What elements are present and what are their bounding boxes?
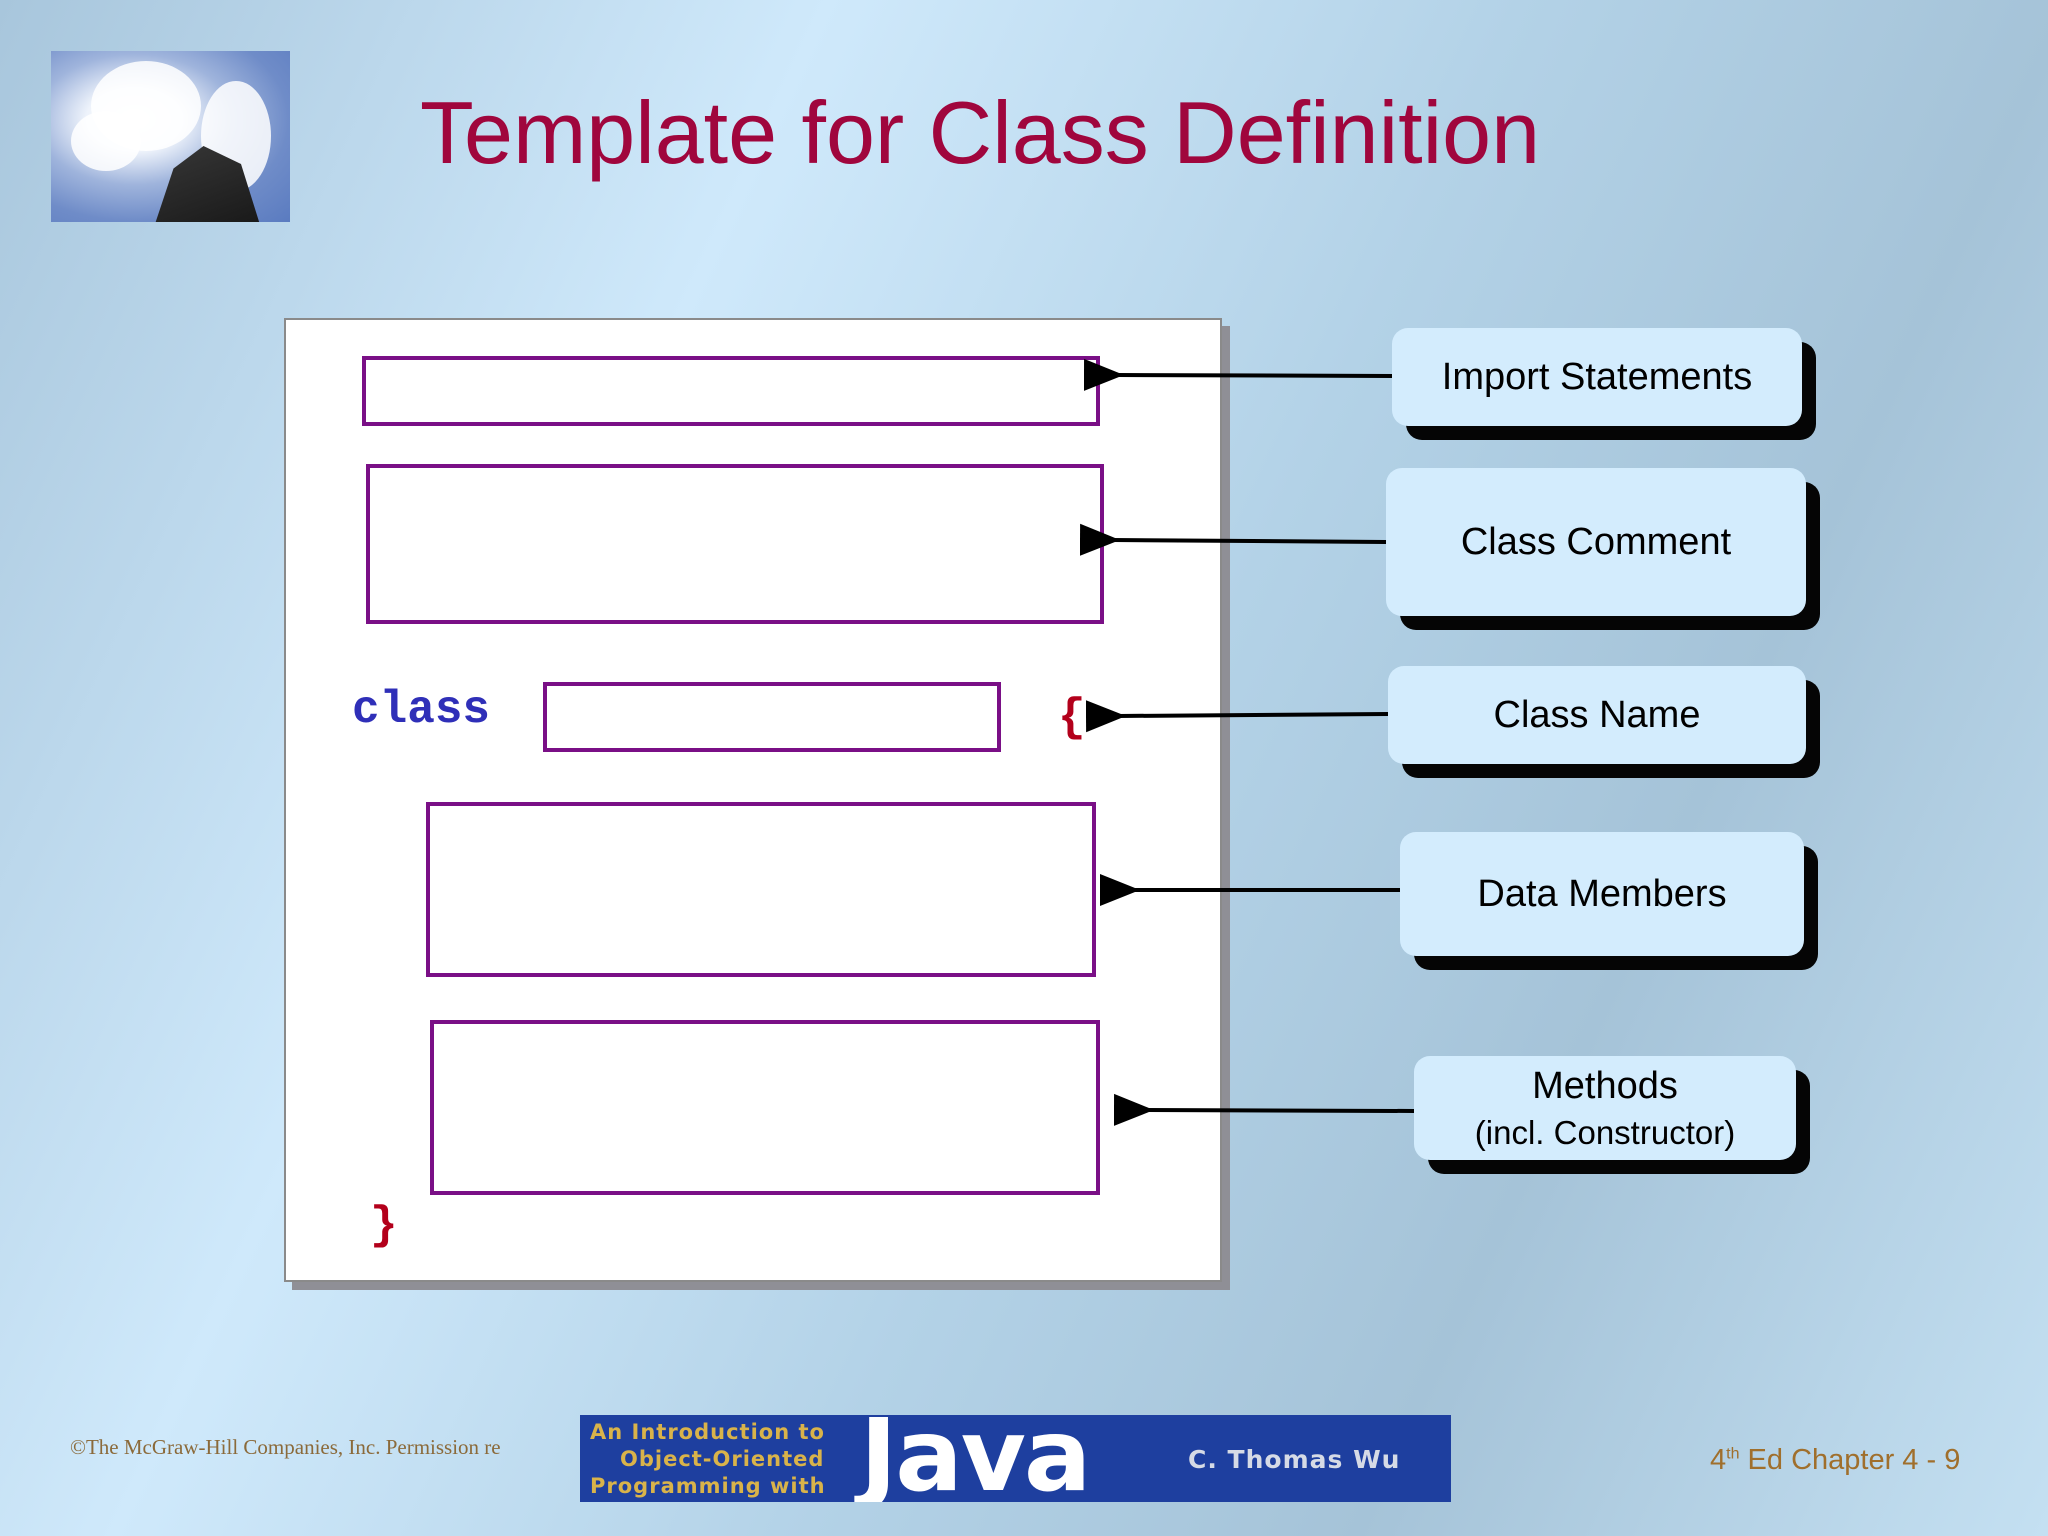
class-comment-slot: [366, 464, 1104, 624]
edition-number: 4: [1710, 1444, 1727, 1476]
slide-title: Template for Class Definition: [420, 83, 1541, 182]
callout-data-members: Data Members: [1400, 832, 1804, 956]
book-banner: An Introduction to Object-Oriented Progr…: [580, 1415, 1451, 1502]
callout-label: Class Comment: [1460, 520, 1732, 563]
callout-label: Data Members: [1477, 872, 1727, 915]
arrow-import: [1083, 358, 1393, 391]
banner-intro-line: Object-Oriented: [620, 1447, 825, 1471]
edition-suffix: th: [1726, 1445, 1740, 1463]
close-brace: }: [370, 1200, 398, 1252]
banner-intro-line: An Introduction to: [590, 1420, 825, 1444]
copyright-notice: ©The McGraw-Hill Companies, Inc. Permiss…: [70, 1435, 501, 1459]
callout-sublabel: (incl. Constructor): [1474, 1113, 1736, 1151]
callout-label: Class Name: [1493, 693, 1701, 736]
chapter-label: 4th Ed Chapter 4 - 9: [1710, 1444, 1960, 1477]
callout-label: Import Statements: [1441, 355, 1753, 398]
class-template-card: class { }: [284, 318, 1222, 1282]
callout-import-statements: Import Statements: [1392, 328, 1802, 426]
callout-class-comment: Class Comment: [1386, 468, 1806, 616]
callout-label: Methods: [1532, 1064, 1678, 1107]
arrow-classname: [1085, 700, 1389, 733]
chapter-text: Ed Chapter 4 - 9: [1739, 1444, 1961, 1476]
logo-photo: [51, 51, 290, 222]
class-keyword: class: [352, 684, 491, 736]
banner-intro: An Introduction to Object-Oriented Progr…: [590, 1419, 860, 1500]
callout-class-name: Class Name: [1388, 666, 1806, 764]
arrow-methods: [1113, 1093, 1415, 1126]
methods-slot: [430, 1020, 1100, 1195]
class-name-slot: [543, 682, 1001, 752]
banner-intro-line: Programming with: [590, 1474, 826, 1498]
data-members-slot: [426, 802, 1096, 977]
arrow-comment: [1079, 523, 1387, 556]
banner-java-wordmark: Java: [860, 1415, 1091, 1502]
import-statements-slot: [362, 356, 1100, 426]
callout-methods: Methods (incl. Constructor): [1414, 1056, 1796, 1160]
banner-author: C. Thomas Wu: [1188, 1445, 1401, 1474]
open-brace: {: [1058, 692, 1086, 744]
